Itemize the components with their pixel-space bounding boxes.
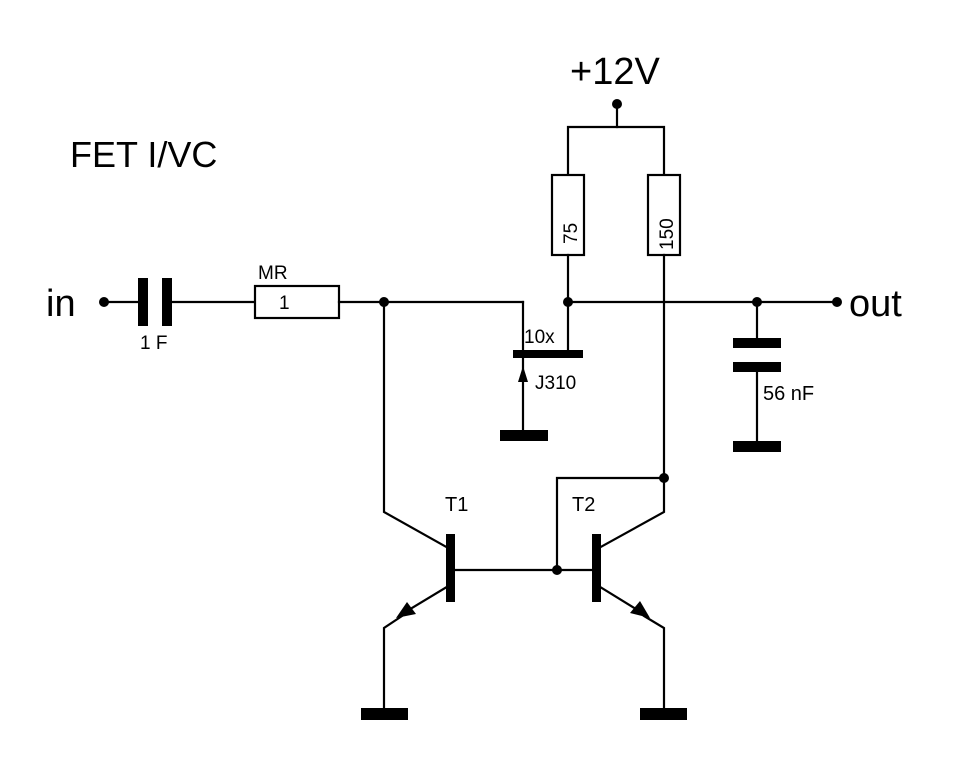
- supply-net: [566, 99, 666, 177]
- supply-label: +12V: [570, 51, 660, 93]
- output-label: out: [849, 283, 902, 325]
- jfet-multiplier: 10x: [524, 327, 555, 348]
- jfet-part-number: J310: [535, 373, 576, 394]
- diagram-title: FET I/VC: [70, 134, 217, 175]
- output-terminal: [832, 297, 842, 307]
- output-capacitor-value: 56 nF: [763, 383, 814, 405]
- resistor-150: [646, 173, 682, 480]
- output-capacitor: [733, 300, 781, 452]
- input-resistor-value: 1: [279, 293, 290, 314]
- jfet-j310: [500, 300, 583, 441]
- input-capacitor-value: 1 F: [140, 333, 167, 354]
- resistor-75: [550, 173, 586, 304]
- resistor-150-value: 150: [657, 218, 678, 250]
- input-resistor: [253, 284, 525, 320]
- transistor-t1: [361, 300, 598, 720]
- transistor-t2: [552, 473, 687, 720]
- input-label: in: [46, 283, 76, 325]
- input-capacitor: [102, 278, 257, 326]
- input-resistor-name: MR: [258, 263, 288, 284]
- transistor-t2-label: T2: [572, 494, 595, 516]
- transistor-t1-label: T1: [445, 494, 468, 516]
- resistor-75-value: 75: [561, 223, 582, 244]
